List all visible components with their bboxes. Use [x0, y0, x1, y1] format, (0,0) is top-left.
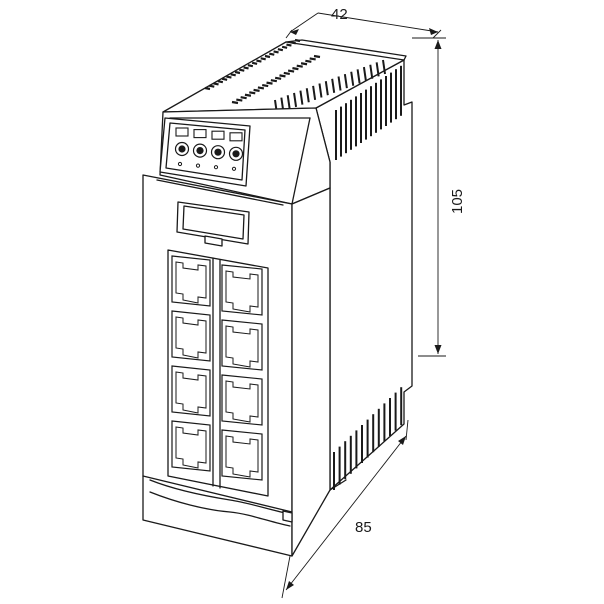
top-vent-slot	[290, 41, 296, 45]
top-vent-slot	[318, 83, 323, 98]
top-vent-slot	[312, 85, 317, 101]
side-vent-slots-lower	[333, 387, 403, 490]
height-label: 105	[449, 189, 466, 214]
top-vent-slot	[249, 91, 256, 95]
top-vent-slot	[273, 50, 279, 54]
ethernet-port	[221, 264, 263, 316]
top-vent-slot	[256, 59, 262, 63]
top-vent-slot	[221, 77, 228, 81]
top-vent-slot	[260, 57, 266, 61]
top-vent-slots	[204, 38, 386, 115]
top-vent-slot	[209, 84, 215, 88]
top-vent-slot	[292, 67, 299, 71]
top-vent-slot	[375, 62, 380, 77]
top-vent-slot	[296, 64, 303, 68]
top-vent-slot	[277, 48, 284, 52]
top-vent-slot	[343, 73, 348, 89]
led-lens-core	[196, 147, 204, 155]
top-vent-slot	[331, 78, 336, 93]
top-vent-slot	[281, 45, 288, 49]
top-vent-slot	[356, 69, 361, 84]
top-vent-slot	[231, 100, 239, 105]
led-lens-core	[232, 150, 240, 158]
top-vent-slot	[286, 43, 292, 47]
led-dot	[231, 166, 237, 171]
top-vent-slot	[262, 83, 269, 88]
top-vent-slot	[305, 88, 310, 103]
led-indicator	[229, 132, 243, 142]
top-vent-slot	[293, 92, 298, 108]
top-vent-slot	[382, 59, 386, 75]
ethernet-port	[221, 374, 263, 426]
top-vent-slot	[269, 52, 275, 56]
led-dot	[213, 165, 219, 170]
led-lens-core	[178, 145, 186, 153]
top-vent-slot	[204, 86, 211, 91]
switch-device	[142, 38, 413, 557]
top-vent-slot	[294, 38, 301, 43]
top-vent-slot	[240, 96, 247, 100]
led-indicator	[193, 129, 207, 139]
width-label: 42	[331, 6, 348, 23]
din-rail-clip	[142, 475, 293, 527]
top-vent-slot	[362, 66, 367, 82]
port-block	[167, 249, 269, 497]
top-vent-slot	[369, 64, 374, 79]
label-window	[176, 201, 250, 247]
led-indicator	[211, 130, 225, 140]
top-vent-slot	[299, 90, 304, 105]
top-vent-slot	[309, 57, 316, 61]
top-vent-slot	[337, 76, 342, 91]
top-vent-slot	[251, 61, 258, 65]
top-vent-slot	[243, 66, 249, 70]
top-vent-slot	[253, 88, 260, 92]
top-vent-slot	[286, 95, 291, 110]
led-dot	[195, 163, 201, 168]
top-vent-slot	[300, 62, 308, 66]
top-vent-slot	[266, 81, 273, 85]
side-vent-slots-upper	[335, 65, 402, 160]
top-vent-slot	[239, 68, 245, 72]
top-vent-slot	[279, 74, 286, 78]
top-vent-slot	[270, 79, 278, 83]
led-lens-core	[214, 148, 222, 156]
top-vent-slot	[213, 82, 219, 86]
ethernet-port	[221, 429, 263, 481]
top-vent-slot	[264, 54, 271, 59]
dimension-width: 42	[285, 6, 442, 39]
top-vent-slot	[324, 81, 329, 96]
ethernet-port	[171, 365, 211, 417]
top-vent-slot	[274, 76, 282, 80]
dimension-height: 105	[412, 37, 466, 357]
ethernet-port	[171, 255, 211, 307]
depth-label: 85	[355, 519, 372, 536]
top-vent-slot	[305, 59, 312, 63]
ethernet-port	[171, 420, 211, 472]
top-vent-slot	[287, 69, 295, 73]
ethernet-port	[171, 310, 211, 362]
top-vent-slot	[257, 86, 265, 90]
top-vent-slot	[247, 64, 254, 68]
led-panel	[159, 117, 251, 187]
top-vent-slot	[226, 75, 232, 79]
top-vent-slot	[217, 80, 224, 84]
top-vent-slot	[313, 54, 321, 59]
ethernet-port	[221, 319, 263, 371]
top-vent-slot	[283, 71, 290, 76]
top-vent-slot	[230, 73, 236, 77]
top-vent-slot	[244, 93, 252, 97]
top-vent-slot	[236, 98, 243, 102]
top-vent-slot	[234, 70, 241, 75]
led-dot	[177, 161, 183, 167]
top-vent-slot	[350, 71, 355, 86]
front-side-face	[291, 187, 331, 557]
dimension-depth: 85	[281, 419, 409, 599]
led-indicator	[175, 127, 189, 137]
